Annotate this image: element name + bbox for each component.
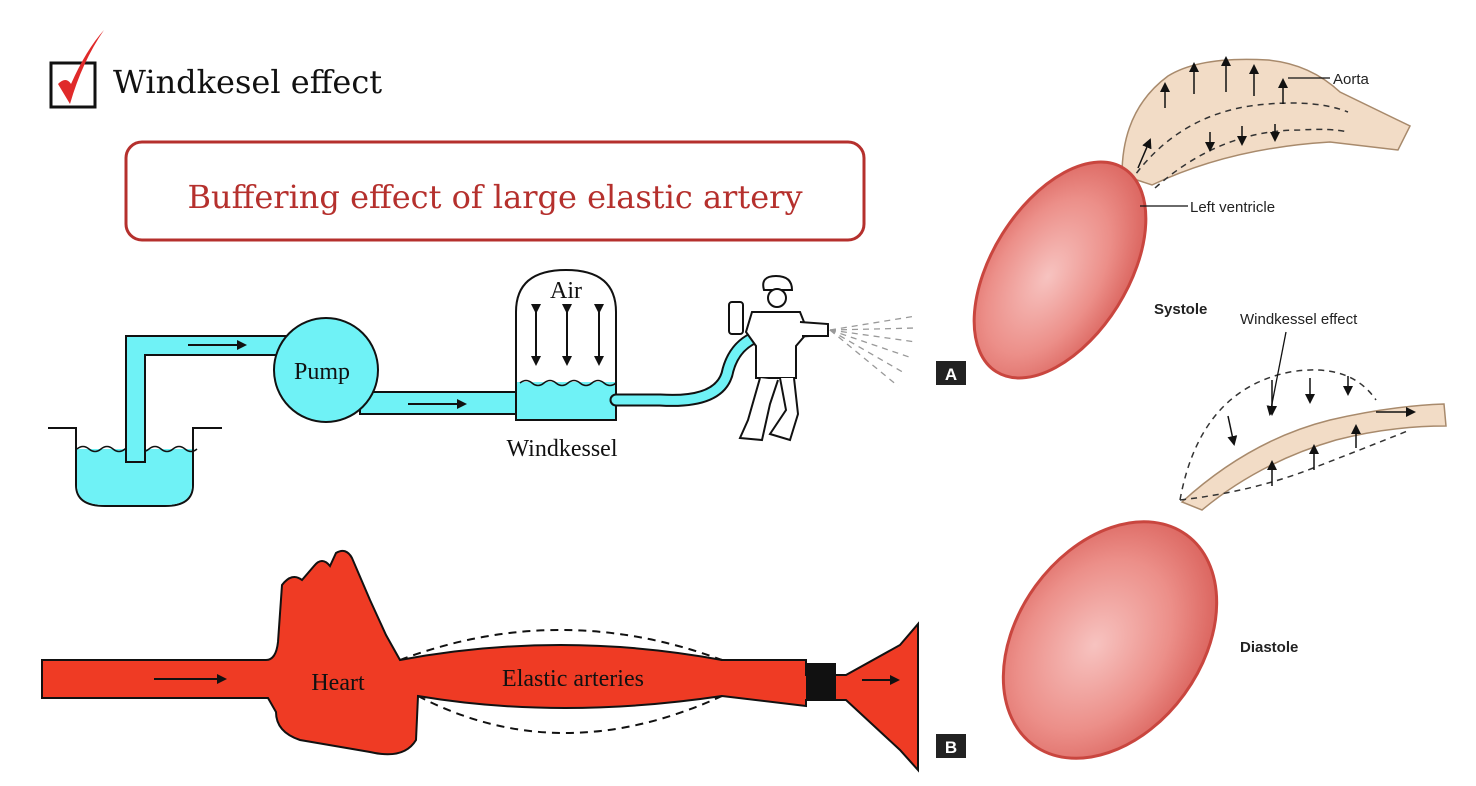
pump-label: Pump [294,359,350,385]
windkessel-label: Windkessel [506,436,617,462]
panel-a-badge: A [936,361,966,385]
heart-model: Heart Elastic arteries [41,549,919,773]
heart-label: Heart [311,670,365,696]
intake-pipe [125,335,293,463]
firefighter-icon [728,274,829,442]
resistance-block [806,663,836,701]
pump-model: Pump Air Windkessel [48,268,917,507]
arterial-expansion-dashed [417,695,723,734]
windkessel-effect-label: Windkessel effect [1240,311,1358,328]
svg-text:B: B [945,738,957,757]
diastole-label: Diastole [1240,639,1298,656]
left-ventricle-diastole [1001,520,1219,760]
panel-b-badge: B [936,734,966,758]
systole-diagram: Aorta Left ventricle Systole [972,56,1412,380]
left-ventricle-label: Left ventricle [1190,199,1275,216]
svg-text:A: A [945,365,957,384]
air-label: Air [550,278,582,304]
air-pressure-arrows [531,304,604,366]
aorta-label: Aorta [1333,71,1370,88]
systole-label: Systole [1154,301,1207,318]
elastic-arteries-label: Elastic arteries [502,666,644,692]
aorta-recoiling [1180,403,1447,511]
reservoir-water [77,449,192,505]
page-title: Windkesel effect [113,63,382,101]
windkessel-water [517,382,615,419]
left-ventricle-systole [972,160,1148,380]
banner-title: Buffering effect of large elastic artery [187,178,802,216]
aorta-stretch-arrows [1137,56,1288,169]
reservoir-outline [48,427,222,507]
banner-box [124,140,866,242]
checkmark-icon [58,30,104,104]
arterial-expansion-dashed [399,629,723,661]
header-checkbox [49,30,104,109]
water-spray [829,315,917,387]
heart-vessel [41,549,919,773]
diastole-diagram: Windkessel effect Diastole [1001,311,1447,760]
pump [273,317,379,423]
